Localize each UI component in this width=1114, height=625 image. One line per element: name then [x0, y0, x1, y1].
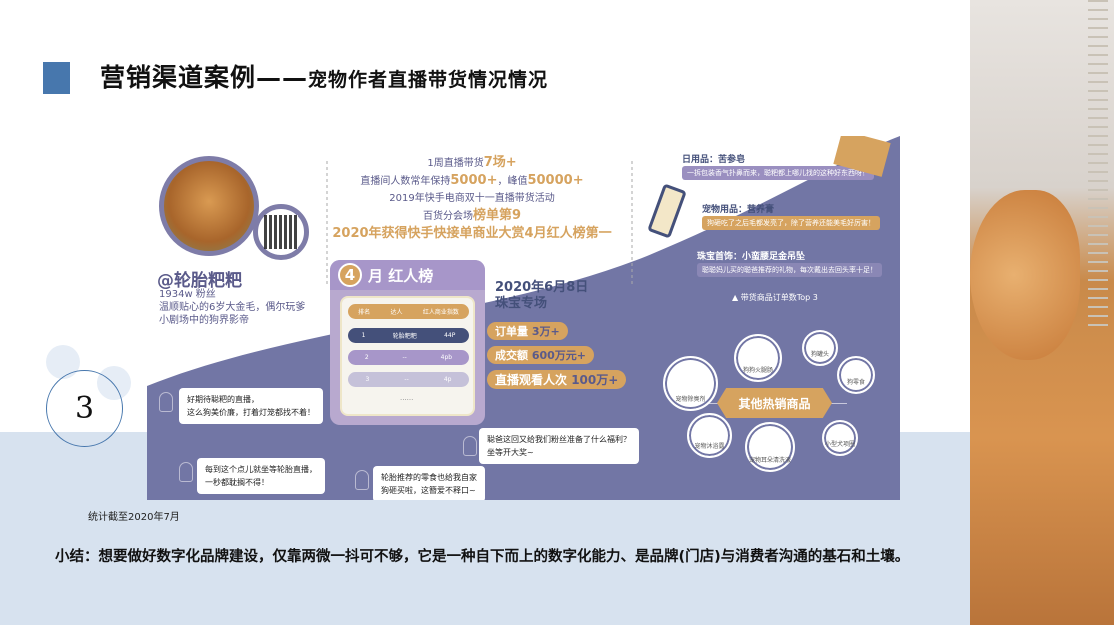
metric-pill: 成交额 600万元+: [487, 346, 595, 364]
hot-item-can: 狗罐头: [802, 330, 838, 366]
notebook-spiral: [1088, 0, 1108, 330]
product-comment: 一拆包装香气扑鼻而来，聪粑都上哪儿找的这种好东西呀！: [682, 166, 874, 180]
product-comment: 狗砸吃了之后毛都发亮了，除了营养还能美毛好厉害！: [702, 216, 880, 230]
page-title: 营销渠道案例——宠物作者直播带货情况情况: [100, 58, 548, 94]
product-category: 珠宝首饰：小蛮腰足金吊坠: [697, 252, 806, 262]
summary-text: 小结：想要做好数字化品牌建设，仅靠两微一抖可不够，它是一种自下而上的数字化能力、…: [55, 549, 910, 565]
author-info: 1934w 粉丝温顺贴心的6岁大金毛，偶尔玩爹小剧场中的狗界影帝: [159, 289, 306, 326]
metric-pill: 直播观看人次 100万+: [487, 370, 627, 389]
slide-number: 3: [46, 370, 123, 447]
rank-row: 2--4pb: [348, 350, 469, 365]
hot-item-deodorant: 宠物除臭剂: [663, 356, 718, 411]
comment-bubble: 每到这个点儿就坐等轮胎直播，一秒都耽搁不得！: [197, 458, 325, 494]
qr-code[interactable]: [253, 204, 309, 260]
rank-row: 3--4p: [348, 372, 469, 387]
hot-item-snack: 狗零食: [837, 356, 875, 394]
product-comment: 聪聪妈儿买的聪爸推荐的礼物，每次戴出去回头率十足！: [697, 263, 882, 277]
title-marker: [43, 62, 70, 94]
hot-item-ear-cleaner: 宠物耳朵清洗液: [745, 422, 795, 472]
event-date: 2020年6月8日珠宝专场: [495, 280, 589, 311]
product-category: 日用品：苦参皂: [682, 155, 746, 165]
dog-avatar: [159, 156, 259, 256]
comment-bubble: 聪爸这回又给我们粉丝准备了什么福利？坐等开大奖~: [479, 428, 639, 464]
hot-item-collar: 小型犬项圈: [822, 420, 858, 456]
comment-bubble: 轮胎推荐的零食也给我自家狗砸买啦，这簪爱不释口~: [373, 466, 485, 500]
stats-block: 1周直播带货7场+ 直播间人数常年保持5000+，峰值50000+ 2019年快…: [332, 155, 612, 241]
hot-item-shampoo: 宠物沐浴露: [687, 413, 732, 458]
cat-photo: [970, 0, 1114, 625]
author-handle: @轮胎粑粑: [157, 271, 242, 291]
hot-products-label: 其他热销商品: [717, 388, 832, 418]
stats-note: 统计截至2020年7月: [88, 512, 180, 523]
top3-caption: ▲ 带货商品订单数Top 3: [732, 293, 818, 302]
title-sub: 宠物作者直播带货情况情况: [308, 69, 549, 91]
infographic: @轮胎粑粑 1934w 粉丝温顺贴心的6岁大金毛，偶尔玩爹小剧场中的狗界影帝 1…: [147, 136, 900, 500]
hot-item-sausage: 狗狗火腿肠: [734, 334, 782, 382]
metric-pill: 订单量 3万+: [487, 322, 568, 340]
title-main: 营销渠道案例——: [100, 63, 309, 92]
comment-bubble: 好期待聪粑的直播，这么狗美价廉，打着灯笼都找不着！: [179, 388, 323, 424]
product-category: 宠物用品：营养膏: [702, 205, 775, 215]
